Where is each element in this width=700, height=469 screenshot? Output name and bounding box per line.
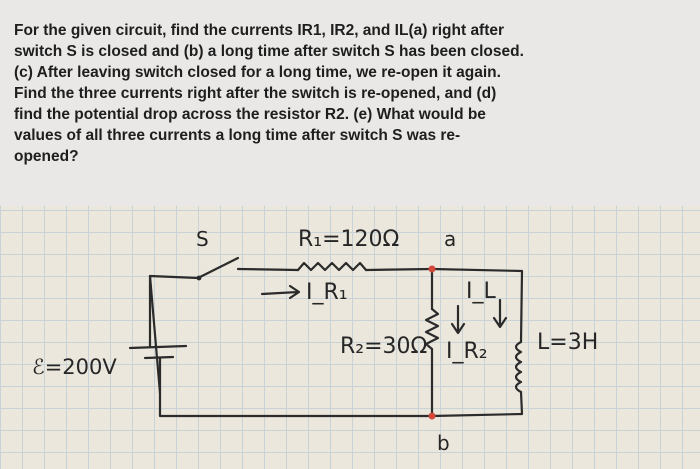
arrow-i-l-icon	[492, 298, 508, 329]
wire-left-top	[148, 274, 200, 395]
wire-bottom	[158, 356, 434, 418]
problem-line-5: find the potential drop across the resis…	[14, 106, 486, 123]
i-l-label: I_L	[466, 279, 496, 304]
wire-switch-to-r1	[236, 267, 300, 272]
problem-line-2: switch S is closed and (b) a long time a…	[14, 43, 524, 60]
wire-r1-to-node-a	[364, 267, 434, 272]
wire-inductor-to-bottom	[430, 390, 524, 418]
emf-label: ℰ=200V	[32, 355, 117, 379]
node-b-label: b	[437, 431, 450, 455]
arrow-i-r1-icon	[260, 284, 301, 300]
i-r2-label: I_R₂	[446, 339, 488, 364]
problem-statement: For the given circuit, find the currents…	[14, 20, 694, 167]
node-a-dot	[428, 265, 436, 273]
i-r1-label: I_R₁	[306, 280, 348, 305]
battery-short-plate	[143, 355, 175, 360]
resistor-r2	[424, 307, 440, 351]
r1-label: R₁=120Ω	[298, 227, 399, 252]
wire-top-right	[430, 267, 524, 344]
node-b-dot	[428, 412, 436, 420]
node-a-label: a	[444, 227, 456, 251]
problem-line-6: values of all three currents a long time…	[14, 127, 461, 144]
resistor-r1	[296, 261, 368, 272]
arrow-i-r2-icon	[450, 304, 466, 335]
problem-line-1: For the given circuit, find the currents…	[14, 22, 505, 39]
switch-label: S	[196, 227, 209, 251]
problem-line-3: (c) After leaving switch closed for a lo…	[14, 64, 501, 81]
problem-line-4: Find the three currents right after the …	[14, 85, 497, 102]
switch-blade	[198, 256, 240, 279]
graph-paper: S R₁=120Ω a I_R₁ I_L R₂=30Ω I_R₂ L=3H ℰ=…	[0, 206, 700, 469]
battery-long-plate	[128, 344, 188, 350]
inductor-coil	[514, 340, 523, 394]
problem-line-7: opened?	[14, 148, 79, 165]
inductor-label: L=3H	[537, 330, 598, 355]
circuit-diagram: S R₁=120Ω a I_R₁ I_L R₂=30Ω I_R₂ L=3H ℰ=…	[32, 227, 598, 455]
r2-label: R₂=30Ω	[340, 334, 427, 359]
